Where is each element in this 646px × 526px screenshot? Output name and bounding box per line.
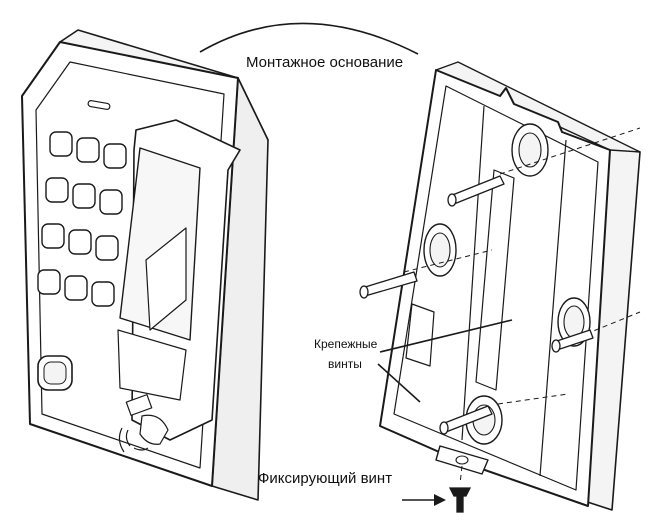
rfid-card-icon bbox=[118, 394, 169, 453]
keypad-key bbox=[45, 177, 69, 203]
keypad-key bbox=[95, 235, 119, 261]
keypad-key bbox=[37, 269, 61, 295]
status-led-slot bbox=[87, 100, 111, 110]
fingerprint-lip bbox=[117, 329, 187, 401]
connection-arc bbox=[199, 22, 419, 55]
fixing-screw bbox=[448, 487, 472, 513]
fixing-screw-arrow bbox=[402, 494, 446, 506]
keypad bbox=[37, 131, 127, 307]
keypad-key bbox=[91, 281, 115, 307]
label-mounting-screws-line1: Крепежные bbox=[314, 337, 378, 351]
mounting-screw bbox=[359, 271, 418, 299]
fingerprint-guide bbox=[145, 227, 187, 331]
mounting-base bbox=[379, 61, 641, 511]
keypad-key bbox=[76, 137, 100, 163]
keypad-key bbox=[72, 183, 96, 209]
mounting-screws-leaders bbox=[377, 319, 513, 403]
mounting-screw bbox=[447, 175, 505, 207]
terminal-front-bezel bbox=[35, 61, 225, 469]
access-terminal bbox=[21, 29, 269, 501]
fixing-screw-hole bbox=[455, 455, 469, 465]
keypad-key bbox=[64, 275, 88, 301]
label-mounting-screws: Крепежные винты bbox=[314, 334, 377, 374]
alignment-lines bbox=[403, 127, 641, 485]
keypad-key bbox=[99, 189, 123, 215]
keypad-key bbox=[68, 229, 92, 255]
screw-boss-top bbox=[511, 123, 549, 177]
mounting-base-channel bbox=[475, 169, 515, 391]
mounting-base-rib-right bbox=[539, 139, 567, 477]
keypad-key bbox=[49, 131, 73, 157]
keypad-key bbox=[41, 223, 65, 249]
mounting-screw bbox=[551, 329, 594, 353]
doorbell-button-inner bbox=[43, 361, 67, 385]
mounting-base-cutout bbox=[405, 303, 435, 367]
label-fixing-screw: Фиксирующий винт bbox=[258, 470, 393, 487]
label-mounting-base: Монтажное основание bbox=[246, 54, 404, 71]
keypad-key bbox=[103, 143, 127, 169]
mounting-screw bbox=[439, 405, 493, 435]
label-mounting-screws-line2: винты bbox=[328, 357, 362, 371]
mounting-base-rib-left bbox=[461, 105, 485, 441]
screw-boss-left bbox=[423, 223, 457, 277]
mounting-screws bbox=[359, 175, 594, 435]
